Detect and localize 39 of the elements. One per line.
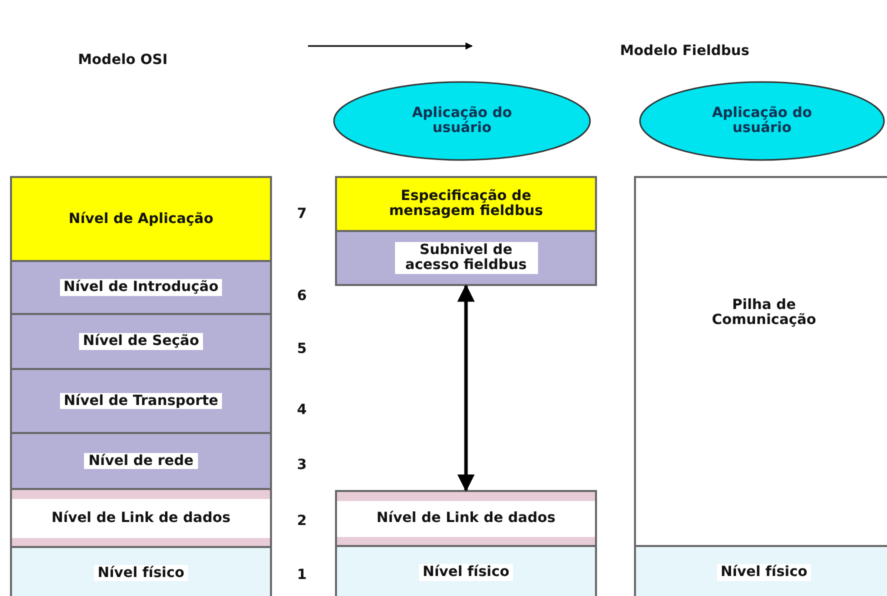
- layer-label: Especificação de mensagem fieldbus: [388, 189, 544, 219]
- layer-number: 6: [297, 288, 307, 304]
- layer-box: [335, 176, 597, 232]
- layer-number: 3: [297, 457, 307, 473]
- double-arrow: [457, 284, 475, 492]
- layer-number: 7: [297, 206, 307, 222]
- layer-label: Nível físico: [716, 564, 812, 581]
- layer-label: Nível físico: [418, 564, 514, 581]
- layer-box: [335, 545, 597, 596]
- layer-box: [10, 176, 272, 262]
- layer-number: 5: [297, 341, 307, 357]
- layer-box: [10, 546, 272, 596]
- model-heading: Modelo Fieldbus: [620, 43, 750, 59]
- layer-box: [10, 313, 272, 370]
- layer-number: 1: [297, 567, 307, 583]
- layer-label: Nível de Introdução: [60, 279, 222, 296]
- ellipse-node: [638, 80, 886, 162]
- layer-number: 2: [297, 513, 307, 529]
- layer-box: [10, 488, 272, 548]
- layer-label: Nível de Aplicação: [68, 212, 214, 226]
- layer-box: [10, 432, 272, 490]
- layer-box: [10, 260, 272, 315]
- layer-box: [335, 230, 597, 286]
- ellipse-node: [332, 80, 592, 162]
- layer-label: Nível de Seção: [78, 333, 204, 350]
- layer-label: Nível físico: [94, 564, 188, 582]
- layer-label: Nível de rede: [84, 452, 198, 470]
- layer-label: Subnivel de acesso fieldbus: [394, 242, 538, 274]
- layer-box: [335, 490, 597, 547]
- layer-label: Aplicação do usuário: [710, 106, 814, 136]
- stack-box: [634, 176, 887, 596]
- layer-label: Pilha de Comunicação: [710, 298, 818, 328]
- layer-label: Aplicação do usuário: [410, 106, 514, 136]
- model-heading: Modelo OSI: [78, 52, 168, 68]
- layer-number: 4: [297, 402, 307, 418]
- layer-box: [10, 368, 272, 434]
- layer-box: [634, 545, 887, 596]
- layer-label: Nível de Link de dados: [52, 510, 230, 526]
- layer-label: Nível de Transporte: [60, 392, 222, 410]
